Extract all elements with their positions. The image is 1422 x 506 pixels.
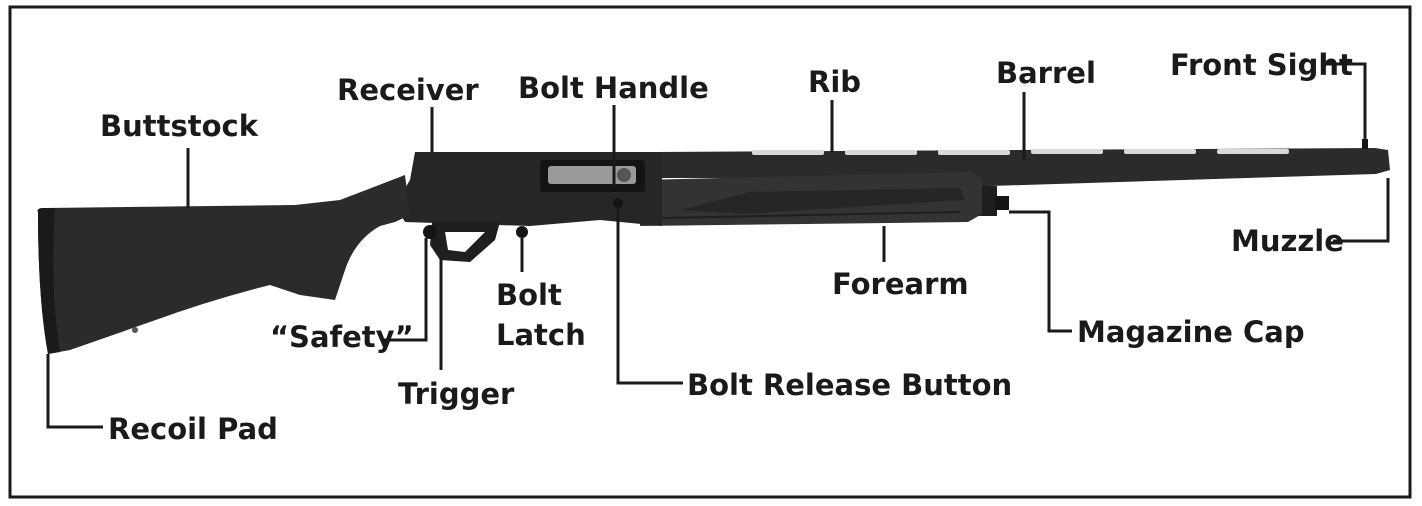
leader-front-sight	[1325, 62, 1367, 140]
label-safety: “Safety”	[270, 320, 414, 354]
label-magazine-cap: Magazine Cap	[1077, 315, 1305, 349]
label-rib: Rib	[808, 65, 861, 99]
leader-lines	[46, 62, 1390, 429]
label-bolt-latch-line1: Bolt	[496, 278, 562, 312]
leader-bolt-release-button	[616, 208, 683, 385]
buttstock-shape	[37, 175, 411, 354]
label-bolt-latch-line2: Latch	[496, 318, 586, 352]
leader-muzzle	[1333, 178, 1390, 243]
label-bolt-release-button: Bolt Release Button	[687, 368, 1012, 402]
forearm-panel	[680, 188, 965, 214]
label-bolt-handle: Bolt Handle	[518, 71, 709, 105]
label-forearm: Forearm	[832, 267, 969, 301]
magazine-cap-shape	[995, 196, 1009, 210]
safety-button-shape	[423, 225, 437, 239]
label-trigger: Trigger	[398, 377, 515, 411]
bolt-latch-shape	[516, 226, 528, 238]
rib-vents	[752, 149, 1289, 155]
part-labels: Buttstock Receiver Bolt Handle Rib Barre…	[100, 48, 1353, 446]
label-receiver: Receiver	[337, 73, 479, 107]
label-recoil-pad: Recoil Pad	[108, 412, 278, 446]
label-front-sight: Front Sight	[1170, 48, 1353, 82]
label-barrel: Barrel	[996, 56, 1096, 90]
leader-safety	[384, 238, 428, 342]
bolt-release-button-shape	[613, 198, 623, 208]
shotgun-illustration	[37, 139, 1390, 354]
recoil-pad-shape	[37, 208, 60, 354]
label-buttstock: Buttstock	[100, 109, 259, 143]
label-muzzle: Muzzle	[1231, 224, 1344, 258]
leader-recoil-pad	[46, 354, 103, 429]
leader-magazine-cap	[1009, 210, 1072, 333]
trigger-guard-shape	[430, 222, 500, 262]
front-sight-shape	[1362, 139, 1368, 149]
